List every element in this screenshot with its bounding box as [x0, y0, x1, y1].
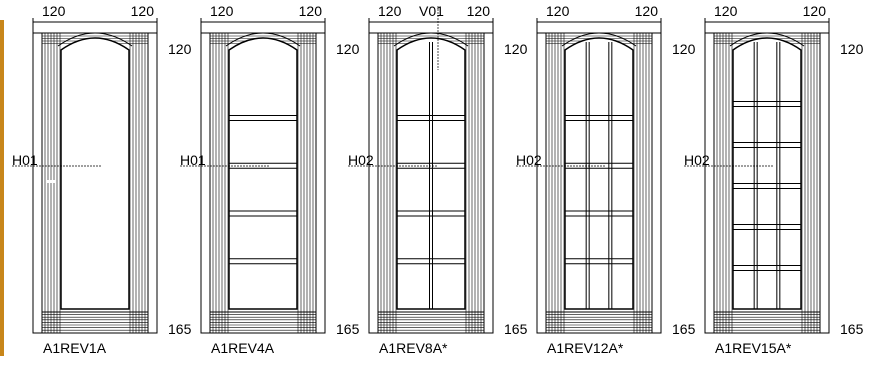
- door-code-label: A1REV4A: [211, 340, 275, 356]
- glass-reflection-mark: [47, 180, 55, 183]
- arch-head-moulding: [225, 32, 301, 47]
- side-dimension-bottom: 165: [840, 321, 864, 337]
- arched-glass-panel: [564, 37, 634, 310]
- arch-head-moulding: [561, 32, 637, 47]
- side-dimension-top: 120: [672, 41, 696, 57]
- side-dimension-bottom: 165: [672, 321, 696, 337]
- door-frame-outline: [32, 21, 158, 334]
- window-edge-strip: [0, 20, 4, 356]
- side-dimension-top: 120: [168, 41, 192, 57]
- top-dimension-right: 120: [635, 3, 659, 19]
- horizontal-section-marker: H02: [348, 152, 374, 168]
- side-dimension-bottom: 165: [504, 321, 528, 337]
- horizontal-section-marker: H02: [516, 152, 542, 168]
- horizontal-section-marker: H01: [180, 152, 206, 168]
- side-dimension-top: 120: [840, 41, 864, 57]
- side-dimension-bottom: 165: [336, 321, 360, 337]
- door-code-label: A1REV12A*: [547, 340, 624, 356]
- door-frame-outline: [200, 21, 326, 334]
- vertical-section-marker: V01: [419, 3, 444, 19]
- top-dimension-left: 120: [210, 3, 234, 19]
- door-code-label: A1REV1A: [43, 340, 107, 356]
- top-dimension-left: 120: [42, 3, 66, 19]
- top-dimension-right: 120: [467, 3, 491, 19]
- horizontal-section-marker: H02: [684, 152, 710, 168]
- arch-head-moulding: [729, 32, 805, 47]
- arched-glass-panel: [228, 37, 298, 310]
- door-frame-outline: [704, 21, 830, 334]
- door-frame-outline: [368, 21, 494, 334]
- side-dimension-top: 120: [504, 41, 528, 57]
- top-dimension-left: 120: [546, 3, 570, 19]
- top-dimension-left: 120: [378, 3, 402, 19]
- door-code-label: A1REV15A*: [715, 340, 792, 356]
- top-dimension-right: 120: [299, 3, 323, 19]
- door-frame-outline: [536, 21, 662, 334]
- top-dimension-right: 120: [131, 3, 155, 19]
- side-dimension-bottom: 165: [168, 321, 192, 337]
- horizontal-section-marker: H01: [12, 152, 38, 168]
- arched-glass-panel: [60, 37, 130, 310]
- top-dimension-left: 120: [714, 3, 738, 19]
- arch-head-moulding: [57, 32, 133, 47]
- arched-glass-panel: [396, 37, 466, 310]
- door-code-label: A1REV8A*: [379, 340, 448, 356]
- side-dimension-top: 120: [336, 41, 360, 57]
- arch-head-moulding: [393, 32, 469, 47]
- arched-glass-panel: [732, 37, 802, 310]
- top-dimension-right: 120: [803, 3, 827, 19]
